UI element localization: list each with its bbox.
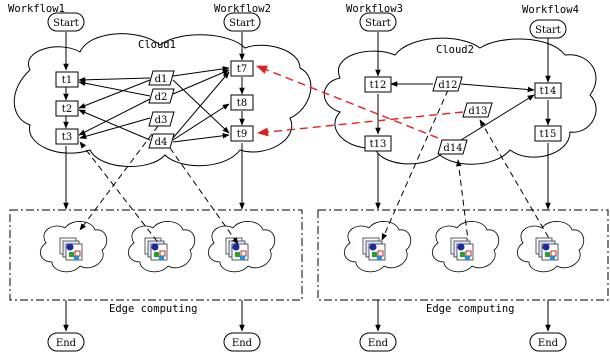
task-t13: t13: [364, 135, 392, 152]
start-terminal-1: Start: [47, 12, 85, 32]
task-t3: t3: [55, 128, 79, 145]
task-t12: t12: [364, 76, 392, 93]
svg-text:d3: d3: [155, 115, 168, 126]
svg-text:d1: d1: [155, 74, 168, 85]
data-d4: d4: [148, 133, 175, 149]
svg-text:t8: t8: [237, 98, 247, 109]
start-terminal-2: Start: [223, 12, 261, 32]
svg-text:d12: d12: [438, 80, 457, 91]
svg-text:Start: Start: [53, 18, 79, 29]
svg-text:t7: t7: [237, 64, 247, 75]
edge-cloud-5: [431, 221, 500, 273]
workflow3-title: Workflow3: [346, 3, 403, 15]
data-d1: d1: [148, 70, 175, 86]
edge-cloud-1: [39, 221, 108, 273]
svg-text:d13: d13: [468, 106, 487, 117]
end-terminal-4: End: [529, 332, 567, 352]
svg-text:t9: t9: [237, 129, 247, 140]
edge-label-left: Edge computing: [109, 303, 198, 315]
end-terminal-2: End: [223, 332, 261, 352]
task-t7: t7: [230, 60, 254, 77]
svg-text:End: End: [232, 338, 253, 349]
task-t14: t14: [534, 82, 562, 99]
edge-box-left: [9, 209, 303, 301]
svg-text:t2: t2: [62, 104, 72, 115]
start-terminal-3: Start: [359, 12, 397, 32]
data-d2: d2: [148, 88, 175, 104]
svg-text:t13: t13: [370, 139, 387, 150]
edge-cloud-2: [127, 221, 196, 273]
end-terminal-3: End: [359, 332, 397, 352]
data-d13: d13: [462, 102, 493, 118]
svg-text:t1: t1: [62, 75, 72, 86]
end-terminal-1: End: [47, 332, 85, 352]
task-t1: t1: [55, 71, 79, 88]
edge-cloud-3: [207, 221, 276, 273]
svg-text:Start: Start: [365, 18, 391, 29]
svg-text:t14: t14: [540, 86, 557, 97]
svg-text:End: End: [538, 338, 559, 349]
edge-box-right: [317, 209, 609, 301]
svg-text:Start: Start: [229, 18, 255, 29]
workflow2-title: Workflow2: [214, 3, 271, 15]
cloud1-label: Cloud1: [138, 39, 176, 51]
task-t2: t2: [55, 100, 79, 117]
edge-label-right: Edge computing: [426, 303, 515, 315]
cloud2-shape: [323, 37, 597, 165]
svg-text:Start: Start: [535, 25, 561, 36]
data-d3: d3: [148, 111, 175, 127]
task-t8: t8: [230, 94, 254, 111]
data-d12: d12: [432, 76, 463, 92]
workflow4-title: Workflow4: [522, 4, 579, 16]
data-d14: d14: [437, 139, 468, 155]
edge-cloud-4: [343, 221, 412, 273]
svg-text:d2: d2: [155, 92, 168, 103]
svg-text:d14: d14: [443, 143, 462, 154]
svg-text:d4: d4: [155, 137, 168, 148]
svg-text:End: End: [56, 338, 77, 349]
svg-text:t12: t12: [370, 80, 387, 91]
task-t15: t15: [534, 125, 562, 142]
svg-text:t15: t15: [540, 129, 557, 140]
start-terminal-4: Start: [529, 19, 567, 39]
workflow1-title: Workflow1: [8, 3, 65, 15]
task-t9: t9: [230, 125, 254, 142]
edge-cloud-6: [516, 221, 585, 273]
svg-text:End: End: [368, 338, 389, 349]
cloud2-label: Cloud2: [436, 44, 474, 56]
svg-text:t3: t3: [62, 132, 72, 143]
